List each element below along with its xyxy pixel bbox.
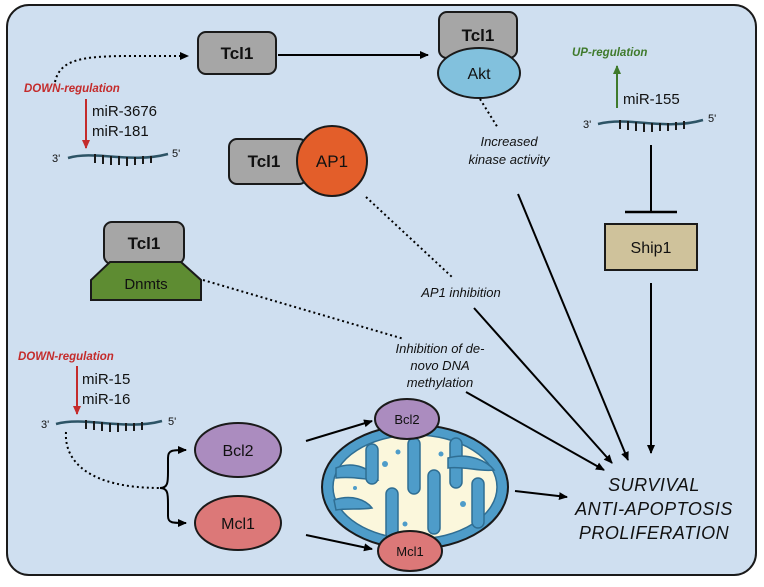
mcl1-node: Mcl1 bbox=[194, 495, 282, 551]
strand-3prime-label: 3' bbox=[41, 419, 49, 431]
dnmt-note-line3: methylation bbox=[407, 375, 473, 390]
ship1-box: Ship1 bbox=[604, 223, 698, 271]
kinase-note-line2: kinase activity bbox=[469, 152, 551, 167]
arrow-mcl1-to-mito bbox=[305, 534, 373, 552]
background-panel bbox=[6, 4, 757, 576]
bcl2-mito-node: Bcl2 bbox=[374, 398, 440, 440]
dotted-link-to-bracket bbox=[64, 431, 161, 489]
kinase-note-line1: Increased bbox=[480, 134, 538, 149]
tcl1-akt-complex: Tcl1 Akt bbox=[437, 11, 521, 99]
arrow-ap1-to-outcome bbox=[473, 307, 613, 464]
down-regulation-label-bottom: DOWN-regulation bbox=[18, 351, 114, 363]
strand-3prime-label: 3' bbox=[583, 119, 591, 131]
mcl1-label: Mcl1 bbox=[221, 516, 255, 533]
dotted-link-to-tcl1 bbox=[54, 52, 189, 83]
outcome-proliferation: PROLIFERATION bbox=[579, 523, 730, 543]
dnmt-note-line2: novo DNA bbox=[410, 358, 469, 373]
outcome-survival: SURVIVAL bbox=[608, 475, 700, 495]
mirna-label: miR-155 bbox=[623, 91, 680, 108]
arrow-kinase-to-outcome bbox=[517, 193, 629, 461]
tcl1-label: Tcl1 bbox=[248, 152, 281, 171]
dotted-link-akt-kinase bbox=[479, 98, 499, 129]
bcl2-mito-label: Bcl2 bbox=[394, 412, 419, 427]
down-regulation-label-top: DOWN-regulation bbox=[24, 83, 120, 95]
bcl2-node: Bcl2 bbox=[194, 422, 282, 478]
bcl2-label: Bcl2 bbox=[222, 443, 253, 460]
ap1-label: AP1 bbox=[316, 152, 348, 171]
akt-label: Akt bbox=[467, 66, 491, 83]
tcl1-label: Tcl1 bbox=[462, 26, 495, 45]
mirna-label: miR-15 bbox=[82, 371, 130, 388]
arrow-to-mcl1 bbox=[159, 487, 187, 527]
dnmts-label: Dnmts bbox=[124, 276, 167, 293]
akt-ellipse bbox=[437, 47, 521, 99]
mirna-label: miR-16 bbox=[82, 391, 130, 408]
tcl1-ap1-complex: Tcl1 AP1 bbox=[228, 125, 368, 197]
outcome-anti-apoptosis: ANTI-APOPTOSIS bbox=[574, 499, 733, 519]
tcl1-box-top: Tcl1 bbox=[197, 31, 277, 75]
strand-5prime-label: 5' bbox=[168, 416, 176, 428]
strand-5prime-label: 5' bbox=[172, 148, 180, 160]
up-regulation-label: UP-regulation bbox=[572, 47, 647, 59]
strand-5prime-label: 5' bbox=[708, 113, 716, 125]
mirna-label: miR-181 bbox=[92, 123, 149, 140]
mirna-strand-top: 3' 5' bbox=[52, 148, 180, 166]
arrow-to-bcl2 bbox=[159, 446, 187, 489]
ship1-label: Ship1 bbox=[631, 240, 672, 257]
mcl1-mito-label: Mcl1 bbox=[396, 544, 423, 559]
ap1-inhibition-note: AP1 inhibition bbox=[420, 285, 501, 300]
outcome-block: SURVIVAL ANTI-APOPTOSIS PROLIFERATION bbox=[574, 475, 733, 543]
dnmts-shape bbox=[90, 261, 202, 301]
tcl1-label: Tcl1 bbox=[221, 44, 254, 63]
arrow-mito-to-outcome bbox=[514, 490, 568, 501]
mirna-label: miR-3676 bbox=[92, 103, 157, 120]
dnmt-note-line1: Inhibition of de- bbox=[396, 341, 486, 356]
mirna-strand-right: 3' 5' bbox=[583, 113, 716, 132]
strand-3prime-label: 3' bbox=[52, 153, 60, 165]
mcl1-mito-node: Mcl1 bbox=[377, 530, 443, 572]
mirna-strand-bottom: 3' 5' bbox=[41, 416, 176, 432]
tcl1-label: Tcl1 bbox=[128, 234, 161, 253]
arrow-dnmts-to-outcome bbox=[465, 391, 605, 471]
arrow-bcl2-to-mito bbox=[305, 419, 373, 442]
tcl1-dnmts-complex: Tcl1 Dnmts bbox=[90, 221, 202, 301]
mitochondrion bbox=[321, 424, 509, 550]
ap1-circle bbox=[296, 125, 368, 197]
